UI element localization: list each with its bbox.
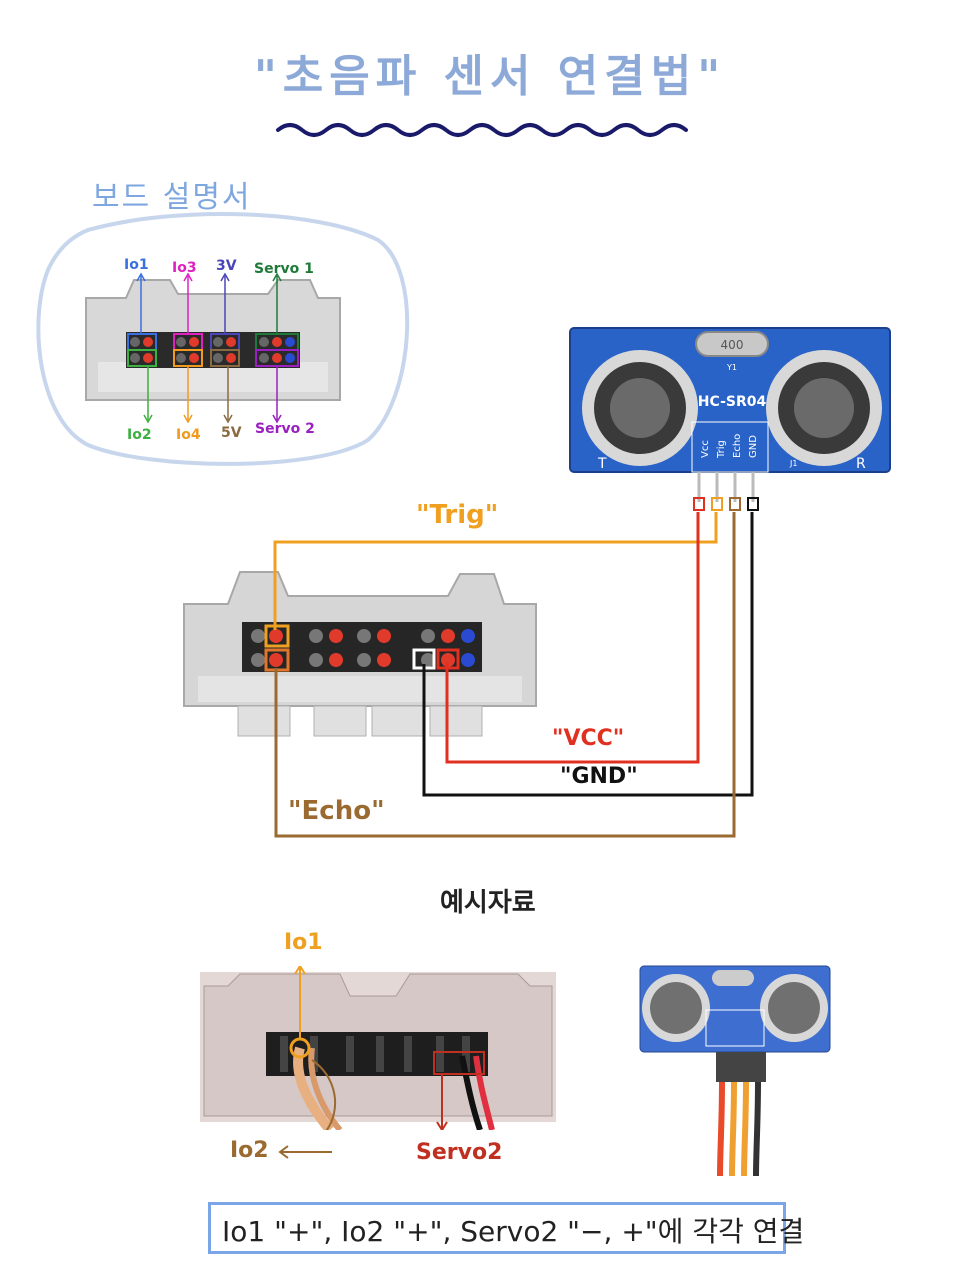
example-board-photo (200, 966, 556, 1130)
instruction-text: Io1 "+", Io2 "+", Servo2 "−, +"에 각각 연결 (222, 1215, 805, 1248)
label-servo2: Servo 2 (255, 421, 315, 437)
instruction-box (208, 1202, 786, 1254)
label-io4: Io4 (176, 427, 201, 443)
label-trig: "Trig" (416, 500, 499, 530)
label-io1: Io1 (124, 257, 149, 273)
example-label-servo2: Servo2 (416, 1140, 503, 1165)
title-underline (276, 123, 688, 137)
label-3v: 3V (216, 258, 237, 274)
label-servo1: Servo 1 (254, 261, 314, 277)
example-label-io1: Io1 (284, 930, 323, 955)
sensor-mark-y1: Y1 (726, 363, 737, 372)
vcc-wire (445, 512, 700, 764)
ultrasonic-sensor: 400 HC-SR04 Y1 J1 T R Vcc Trig Echo GND (569, 327, 891, 511)
page-title: "초음파 센서 연결법" (253, 51, 727, 102)
label-vcc: "VCC" (552, 726, 625, 751)
board-guide-diagram (85, 272, 341, 424)
sensor-mark-r: R (856, 456, 866, 472)
board-guide-title: 보드 설명서 (92, 180, 252, 215)
label-gnd: "GND" (560, 764, 638, 789)
label-5v: 5V (221, 425, 242, 441)
label-io3: Io3 (172, 260, 197, 276)
board-guide-outline (36, 212, 410, 466)
sensor-pin-vcc: Vcc (700, 440, 711, 458)
example-label-io2: Io2 (230, 1138, 269, 1163)
sensor-mark-j1: J1 (789, 459, 797, 468)
sensor-mark-t: T (597, 456, 607, 472)
label-io2: Io2 (127, 427, 152, 443)
sensor-crystal-label: 400 (721, 338, 744, 352)
sensor-pin-gnd: GND (748, 435, 759, 458)
echo-wire (274, 512, 736, 838)
board-guide-pins (130, 337, 295, 363)
example-sensor-photo (639, 965, 831, 1176)
sensor-pin-echo: Echo (732, 434, 743, 458)
sensor-model: HC-SR04 (698, 394, 767, 410)
gnd-wire (422, 512, 754, 797)
label-echo: "Echo" (288, 796, 385, 826)
main-board-pins (251, 629, 475, 667)
example-title: 예시자료 (440, 888, 536, 918)
example-io2-arrow (278, 1145, 332, 1159)
trig-wire (273, 512, 718, 630)
sensor-pin-trig: Trig (716, 440, 727, 459)
